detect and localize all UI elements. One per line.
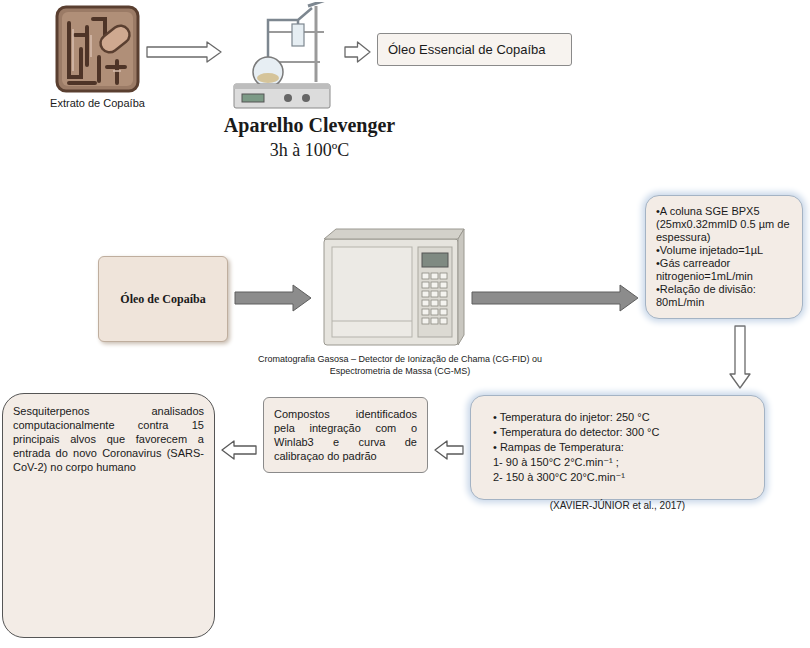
node-text: Compostos identificados pela integração … (274, 407, 417, 463)
process-box: Compostos identificados pela integração … (263, 397, 428, 473)
block-arrow (345, 42, 370, 62)
node-subtext: •Volume injetado=1µL (656, 244, 794, 257)
node-text: •A coluna SGE BPX5 (25mx0.32mmID 0.5 µm … (656, 205, 794, 244)
block-arrow (222, 441, 256, 459)
node-subtext: •Gás carreador nitrogenio=1mL/min (656, 257, 794, 283)
block-arrow (147, 42, 221, 62)
result-box: Sesquiterpenos analisados computacionalm… (2, 393, 215, 638)
node-text: Extrato de Copaíba (40, 97, 155, 109)
result-box: Óleo Essencial de Copaíba (377, 33, 572, 66)
node-text: • Temperatura do injetor: 250 °C (493, 410, 742, 425)
node-subtext: • Temperatura do detector: 300 °C (493, 425, 742, 440)
extract-illustration (55, 5, 140, 93)
citation-label: (XAVIER-JÚNIOR et al., 2017) (470, 500, 765, 511)
illustrated-step: Aparelho Clevenger3h à 100ºC (222, 2, 397, 162)
node-subtext: 1- 90 à 150°C 2°C.min⁻¹ ; (493, 455, 742, 470)
text-group: Óleo de Copaíba (120, 292, 205, 307)
gc-instrument-illustration (318, 225, 465, 350)
parameter-box: • Temperatura do injetor: 250 °C• Temper… (470, 395, 765, 500)
node-subtext: • Rampas de Temperatura: (493, 440, 742, 455)
node-subtext: 2- 150 à 300°C 20°C.min⁻¹ (493, 470, 742, 485)
node-text: Óleo Essencial de Copaíba (388, 42, 561, 57)
parameter-box: •A coluna SGE BPX5 (25mx0.32mmID 0.5 µm … (645, 195, 803, 319)
node-subtext: •Relação de divisão: 80mL/min (656, 283, 794, 309)
illustrated-step: Cromatografia Gasosa – Detector de Ioniz… (250, 225, 550, 377)
block-arrow (435, 441, 463, 459)
node-text: Aparelho Clevenger (222, 112, 397, 138)
block-arrow (730, 326, 750, 388)
node-text: Óleo de Copaíba (120, 292, 205, 307)
input-box: Óleo de Copaíba (98, 256, 228, 342)
block-arrow (472, 285, 638, 311)
node-text: Sesquiterpenos analisados computacionalm… (13, 404, 204, 474)
clevenger-illustration (228, 2, 338, 110)
block-arrow (235, 285, 311, 311)
node-text: Cromatografia Gasosa – Detector de Ioniz… (250, 353, 550, 377)
illustrated-step: Extrato de Copaíba (40, 5, 155, 109)
node-subtext: 3h à 100ºC (222, 138, 397, 162)
